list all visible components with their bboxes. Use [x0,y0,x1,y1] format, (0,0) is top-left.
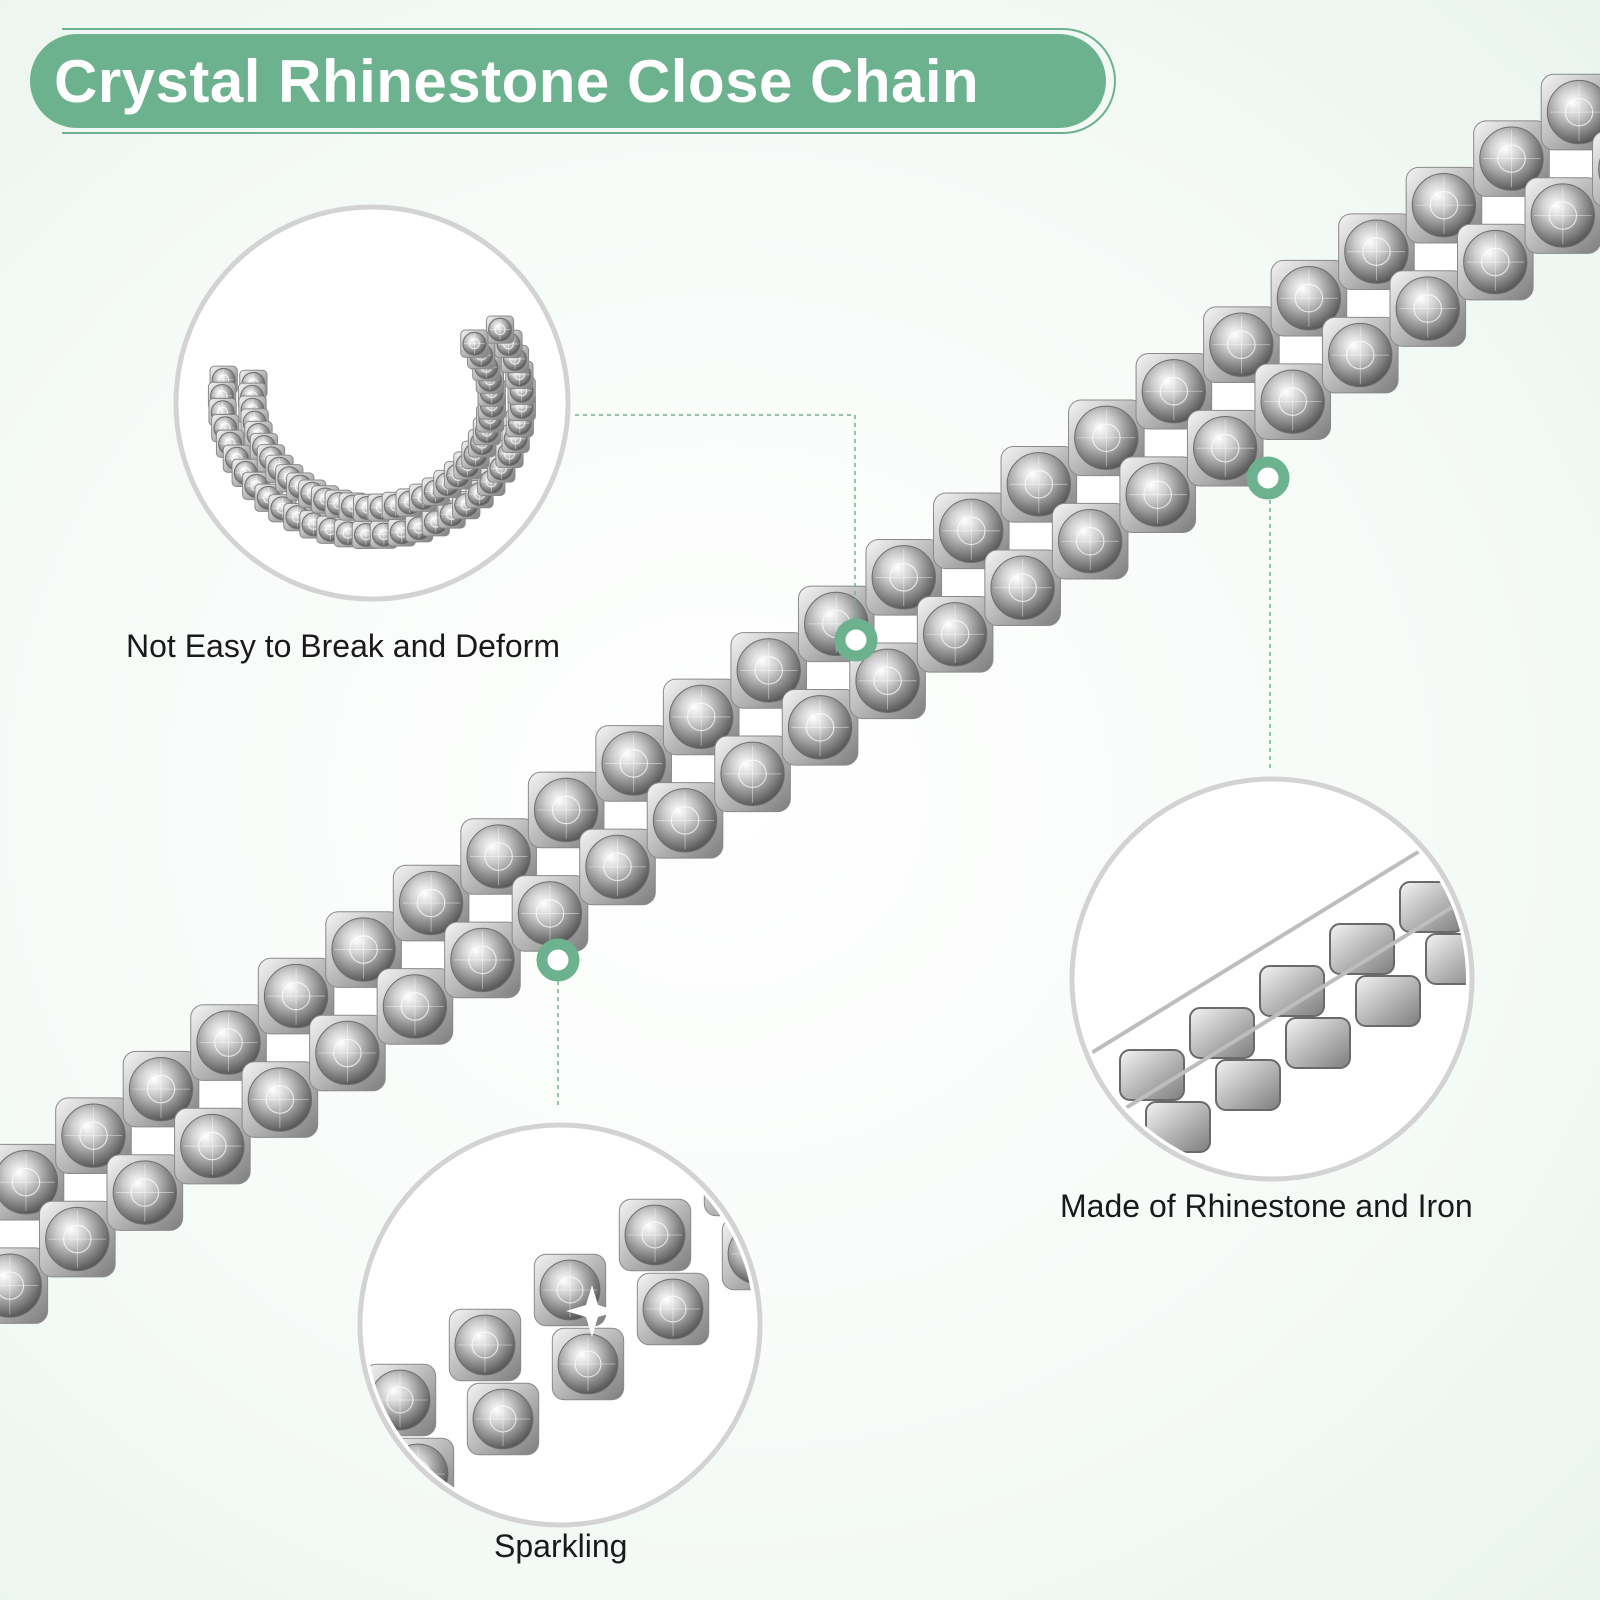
rhinestone [781,689,859,766]
metal-cup [1329,923,1395,975]
metal-cup [1259,965,1325,1017]
title-outline-decoration [62,28,1116,134]
rhinestone [1270,259,1348,337]
rhinestone [916,595,994,673]
leader-line-top-left [575,414,856,625]
detail-circle-sparkle [357,1122,763,1528]
rhinestone [595,725,672,802]
rhinestone [1000,446,1078,523]
metal-cup [1215,1059,1281,1111]
rhinestone [636,1272,710,1346]
rhinestone [0,1143,65,1221]
rhinestone [1254,363,1332,440]
rhinestone [849,642,926,720]
rhinestone [1068,399,1145,477]
marker-dot-bottom [536,938,580,982]
rhinestone [444,921,521,999]
rhinestone [1473,120,1550,197]
caption-not-easy-to-break: Not Easy to Break and Deform [126,628,560,664]
rhinestone [1405,166,1483,244]
rhinestone [932,492,1010,570]
rhinestone [1186,409,1264,487]
rhinestone [460,329,489,358]
marker-dot-top [834,618,878,662]
rhinestone [662,678,740,756]
metal-cup [1189,1007,1255,1059]
rhinestone [527,771,605,849]
rhinestone [466,1382,540,1456]
rhinestone [174,1107,251,1185]
caption-sparkling: Sparkling [494,1528,628,1564]
rhinestone [485,315,515,344]
rhinestone [1540,73,1600,151]
rhinestone [511,875,589,952]
rhinestone [309,1014,386,1092]
sparkle-icon [566,1285,618,1337]
rhinestone [376,968,454,1045]
metal-cup [1119,1049,1185,1101]
rhinestone [646,782,724,859]
detail-circle-curved-chain [173,204,571,602]
rhinestone [551,1327,625,1401]
metal-cup [1470,840,1534,890]
rhinestone [984,549,1061,627]
rhinestone [865,539,943,616]
rhinestone [1592,131,1600,207]
metal-cup [1355,975,1421,1027]
rhinestone [106,1154,184,1231]
rhinestone [1135,352,1213,430]
rhinestone [241,1061,319,1138]
rhinestone [381,1437,455,1511]
metal-cup [1425,933,1466,985]
rhinestone [579,828,656,906]
rhinestone [1524,177,1600,254]
rhinestone [1457,223,1534,301]
marker-dot-right [1246,456,1290,500]
page-title: Crystal Rhinestone Close Chain [54,47,980,115]
rhinestone [392,864,470,942]
rhinestone [1321,316,1399,394]
rhinestone [122,1050,200,1128]
rhinestone [730,632,808,709]
rhinestone [0,1247,49,1324]
rhinestone [448,1308,522,1382]
rhinestone [55,1097,132,1174]
rhinestone [460,818,537,895]
metal-cup [1285,1017,1351,1069]
detail-circle-chain-back [1069,776,1560,1182]
rhinestone [1338,213,1415,290]
rhinestone [39,1200,116,1278]
rhinestone [1389,270,1467,347]
rhinestone [1119,456,1196,533]
rhinestone [618,1198,692,1272]
rhinestone [1051,502,1129,580]
rhinestone [257,957,335,1035]
title-banner: Crystal Rhinestone Close Chain [30,34,1106,128]
main-chain [0,73,1600,1324]
rhinestone [190,1004,267,1081]
caption-material: Made of Rhinestone and Iron [1060,1188,1473,1224]
rhinestone [714,735,791,813]
metal-cup [1496,892,1560,942]
rhinestone [1203,306,1280,384]
rhinestone [325,911,402,988]
